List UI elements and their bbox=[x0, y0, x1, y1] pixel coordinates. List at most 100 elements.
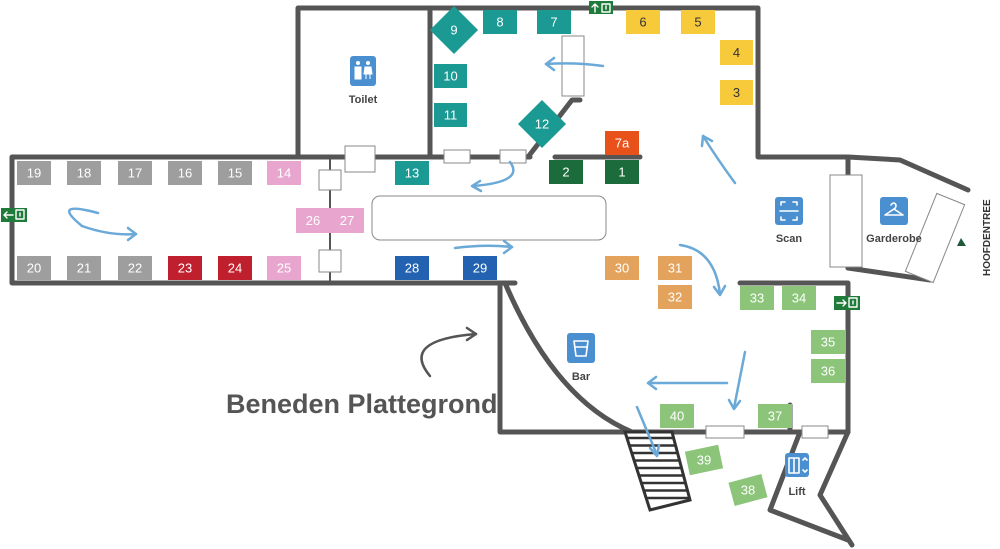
stand-22[interactable]: 22 bbox=[118, 256, 152, 280]
route-arrow bbox=[544, 62, 605, 68]
stand-12[interactable]: 12 bbox=[517, 99, 567, 149]
stand-box[interactable] bbox=[720, 80, 753, 105]
stand-34[interactable]: 34 bbox=[782, 286, 816, 310]
stand-9[interactable]: 9 bbox=[429, 5, 479, 55]
stand-box[interactable] bbox=[660, 404, 694, 428]
stand-box[interactable] bbox=[118, 161, 152, 185]
stand-box[interactable] bbox=[434, 103, 467, 127]
stand-box[interactable] bbox=[296, 208, 330, 233]
stand-box[interactable] bbox=[395, 256, 429, 280]
stand-box[interactable] bbox=[218, 161, 252, 185]
stand-box[interactable] bbox=[118, 256, 152, 280]
stand-23[interactable]: 23 bbox=[168, 256, 202, 280]
stand-7a[interactable]: 7a bbox=[605, 131, 639, 155]
stand-number: 16 bbox=[178, 166, 192, 181]
stand-number: 30 bbox=[615, 261, 629, 276]
stand-box[interactable] bbox=[67, 256, 101, 280]
stand-box[interactable] bbox=[605, 131, 639, 155]
stand-number: 10 bbox=[443, 69, 457, 84]
stand-box[interactable] bbox=[720, 40, 753, 65]
wall-inner-east bbox=[737, 280, 851, 435]
stand-19[interactable]: 19 bbox=[17, 161, 51, 185]
stand-box[interactable] bbox=[681, 10, 715, 34]
stand-17[interactable]: 17 bbox=[118, 161, 152, 185]
stand-box[interactable] bbox=[605, 256, 639, 280]
stand-number: 35 bbox=[821, 335, 835, 350]
stand-box[interactable] bbox=[267, 161, 301, 185]
stand-26[interactable]: 26 bbox=[296, 208, 330, 233]
stand-15[interactable]: 15 bbox=[218, 161, 252, 185]
stand-14[interactable]: 14 bbox=[267, 161, 301, 185]
stand-number: 17 bbox=[128, 166, 142, 181]
stand-6[interactable]: 6 bbox=[626, 10, 660, 34]
toilet-area: Toilet bbox=[349, 56, 378, 106]
stand-box[interactable] bbox=[758, 404, 792, 428]
route-arrows bbox=[68, 56, 747, 458]
stand-25[interactable]: 25 bbox=[267, 256, 301, 280]
stand-box[interactable] bbox=[395, 161, 429, 185]
stand-24[interactable]: 24 bbox=[218, 256, 252, 280]
stand-10[interactable]: 10 bbox=[434, 64, 467, 88]
stand-4[interactable]: 4 bbox=[720, 40, 753, 65]
door-stair-top bbox=[561, 35, 585, 97]
stand-number: 23 bbox=[178, 261, 192, 276]
stand-35[interactable]: 35 bbox=[811, 330, 845, 354]
stand-box[interactable] bbox=[17, 256, 51, 280]
stand-box[interactable] bbox=[811, 359, 845, 383]
stand-1[interactable]: 1 bbox=[605, 160, 639, 184]
route-arrow bbox=[471, 160, 515, 188]
stand-7[interactable]: 7 bbox=[537, 10, 571, 34]
stand-box[interactable] bbox=[728, 474, 768, 506]
stand-box[interactable] bbox=[811, 330, 845, 354]
stand-box[interactable] bbox=[434, 64, 467, 88]
stand-box[interactable] bbox=[740, 286, 774, 310]
bar-pointer-arrow bbox=[420, 332, 478, 378]
stand-39[interactable]: 39 bbox=[684, 444, 724, 476]
stand-box[interactable] bbox=[605, 160, 639, 184]
stand-box[interactable] bbox=[684, 444, 724, 476]
stand-11[interactable]: 11 bbox=[434, 103, 467, 127]
stand-box[interactable] bbox=[429, 5, 479, 55]
stand-37[interactable]: 37 bbox=[758, 404, 792, 428]
stand-36[interactable]: 36 bbox=[811, 359, 845, 383]
route-arrow bbox=[732, 350, 747, 410]
stand-box[interactable] bbox=[537, 10, 571, 34]
stand-box[interactable] bbox=[626, 10, 660, 34]
stand-38[interactable]: 38 bbox=[728, 474, 768, 506]
stand-30[interactable]: 30 bbox=[605, 256, 639, 280]
stand-40[interactable]: 40 bbox=[660, 404, 694, 428]
stand-number: 24 bbox=[228, 261, 242, 276]
stand-33[interactable]: 33 bbox=[740, 286, 774, 310]
stand-3[interactable]: 3 bbox=[720, 80, 753, 105]
stand-18[interactable]: 18 bbox=[67, 161, 101, 185]
stand-box[interactable] bbox=[483, 10, 517, 34]
stand-box[interactable] bbox=[517, 99, 567, 149]
stand-box[interactable] bbox=[330, 208, 364, 233]
stand-28[interactable]: 28 bbox=[395, 256, 429, 280]
stand-21[interactable]: 21 bbox=[67, 256, 101, 280]
stand-2[interactable]: 2 bbox=[549, 160, 583, 184]
stand-box[interactable] bbox=[463, 256, 497, 280]
stand-29[interactable]: 29 bbox=[463, 256, 497, 280]
stand-box[interactable] bbox=[17, 161, 51, 185]
stand-31[interactable]: 31 bbox=[658, 256, 692, 280]
stand-32[interactable]: 32 bbox=[658, 285, 692, 309]
stand-box[interactable] bbox=[267, 256, 301, 280]
stand-8[interactable]: 8 bbox=[483, 10, 517, 34]
stand-20[interactable]: 20 bbox=[17, 256, 51, 280]
stand-box[interactable] bbox=[549, 160, 583, 184]
stand-box[interactable] bbox=[782, 286, 816, 310]
room-label-lift: Lift bbox=[788, 486, 805, 498]
stand-box[interactable] bbox=[168, 161, 202, 185]
stand-box[interactable] bbox=[218, 256, 252, 280]
stand-box[interactable] bbox=[168, 256, 202, 280]
stand-number: 9 bbox=[450, 22, 457, 37]
stand-16[interactable]: 16 bbox=[168, 161, 202, 185]
stand-5[interactable]: 5 bbox=[681, 10, 715, 34]
stand-27[interactable]: 27 bbox=[330, 208, 364, 233]
stand-box[interactable] bbox=[658, 256, 692, 280]
stand-box[interactable] bbox=[67, 161, 101, 185]
stand-box[interactable] bbox=[658, 285, 692, 309]
stand-13[interactable]: 13 bbox=[395, 161, 429, 185]
